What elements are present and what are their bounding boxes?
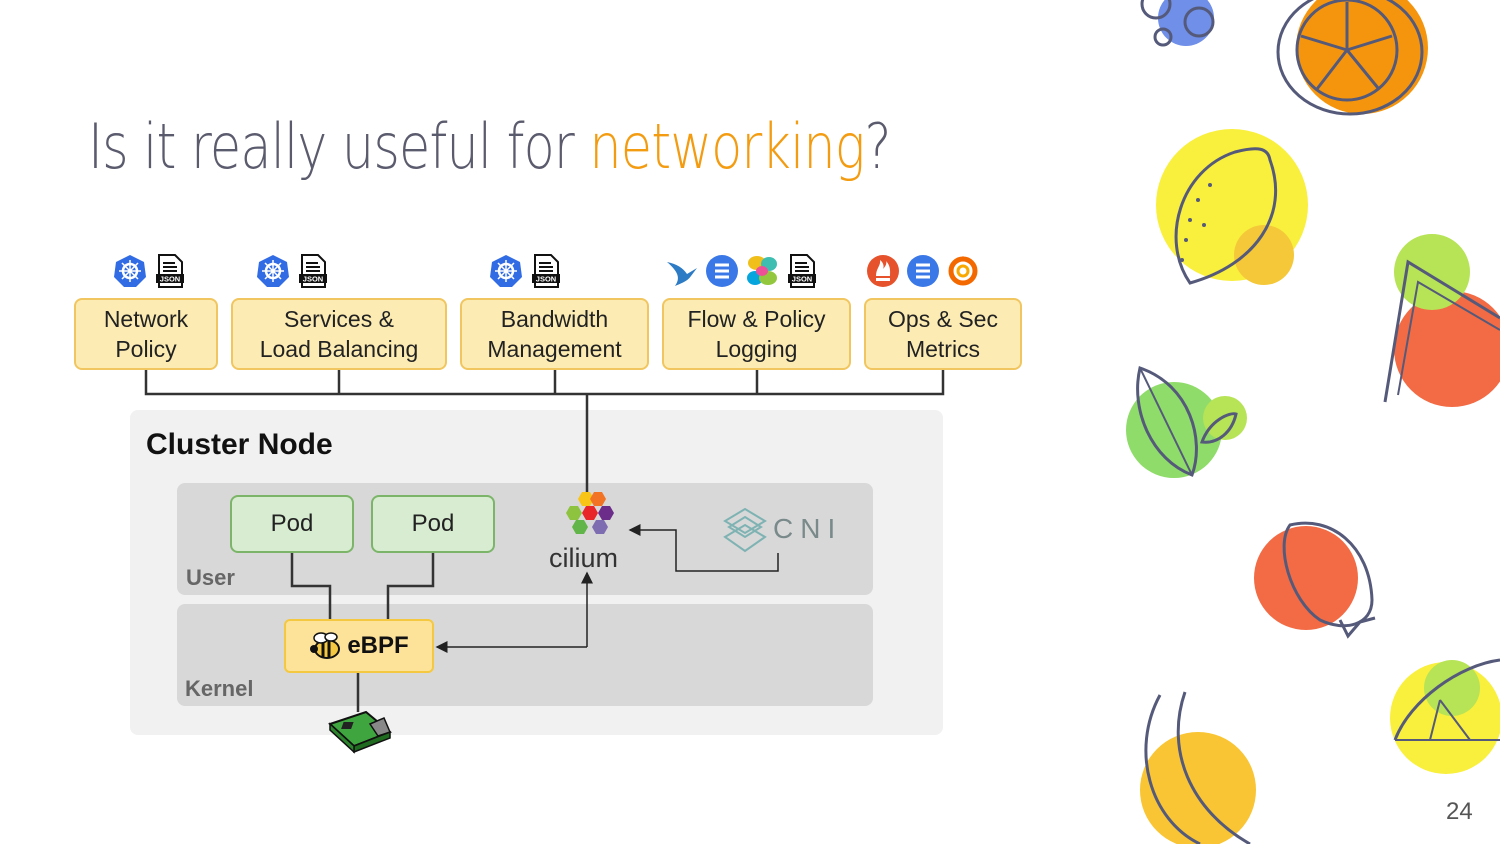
feature-label-line2: Logging <box>715 336 798 362</box>
ebpf-box: eBPF <box>284 619 434 673</box>
cni-label: CNI <box>773 513 843 544</box>
feature-ops-sec-metrics: Ops & Sec Metrics <box>864 298 1022 370</box>
blueberry-icon <box>1140 0 1215 47</box>
json-file-icon: JSON <box>296 254 330 288</box>
prometheus-icon <box>866 254 900 288</box>
strawberry-icon <box>1254 521 1376 639</box>
user-label: User <box>186 565 235 590</box>
pod-label: Pod <box>411 510 455 537</box>
lime-icon <box>1390 658 1500 774</box>
services-icons: JSON <box>256 254 330 288</box>
cni-logo-icon <box>723 507 767 553</box>
orange-icon <box>1276 0 1428 116</box>
title-prefix: Is it really useful for <box>88 110 590 183</box>
cilium-label: cilium <box>549 543 619 573</box>
title-suffix: ? <box>864 110 891 183</box>
feature-label-line1: Flow & Policy <box>687 306 826 332</box>
leaf-icon <box>1126 366 1247 478</box>
feature-flow-policy-logging: Flow & Policy Logging <box>662 298 851 370</box>
svg-text:JSON: JSON <box>536 275 556 284</box>
feature-services-load-balancing: Services & Load Balancing <box>231 298 447 370</box>
json-file-icon: JSON <box>785 254 819 288</box>
cilium-logo-icon <box>566 492 614 534</box>
json-file-icon: JSON <box>529 254 563 288</box>
flow-logging-icons: JSON <box>665 254 819 288</box>
kubernetes-icon <box>489 254 523 288</box>
kubernetes-icon <box>113 254 147 288</box>
banana-icon <box>1140 691 1256 844</box>
feature-label-line1: Bandwidth <box>500 306 609 332</box>
hubble-bird-icon <box>665 254 699 288</box>
elastic-icon <box>745 254 779 288</box>
cluster-node-title: Cluster Node <box>146 428 333 461</box>
feature-network-policy: Network Policy <box>74 298 218 370</box>
json-file-icon: JSON <box>153 254 187 288</box>
feature-label-line1: Ops & Sec <box>888 306 998 332</box>
feature-label-line1: Network <box>103 306 189 332</box>
network-card-icon <box>328 710 392 754</box>
feature-label-line2: Load Balancing <box>259 336 419 362</box>
pod-box: Pod <box>371 495 495 553</box>
page-number: 24 <box>1446 798 1473 825</box>
kubernetes-icon <box>256 254 290 288</box>
pod-label: Pod <box>270 510 314 537</box>
network-policy-icons: JSON <box>113 254 187 288</box>
bee-icon <box>310 632 341 659</box>
svg-text:JSON: JSON <box>303 275 323 284</box>
feature-bandwidth-management: Bandwidth Management <box>460 298 649 370</box>
feature-label-line2: Policy <box>115 336 177 362</box>
bandwidth-icons: JSON <box>489 254 563 288</box>
feature-label-line1: Services & <box>284 306 394 332</box>
lemon-icon <box>1156 129 1308 285</box>
grafana-icon <box>946 254 980 288</box>
svg-text:JSON: JSON <box>160 275 180 284</box>
svg-text:JSON: JSON <box>792 275 812 284</box>
kernel-label: Kernel <box>185 676 254 701</box>
title-accent: networking <box>589 110 865 183</box>
feature-label-line2: Management <box>487 336 622 362</box>
slide-title: Is it really useful for networking? <box>88 110 891 183</box>
list-icon <box>906 254 940 288</box>
feature-label-line2: Metrics <box>905 336 981 362</box>
ebpf-label: eBPF <box>347 632 409 659</box>
list-icon <box>705 254 739 288</box>
pod-box: Pod <box>230 495 354 553</box>
watermelon-icon <box>1383 234 1500 407</box>
metrics-icons <box>866 254 980 288</box>
